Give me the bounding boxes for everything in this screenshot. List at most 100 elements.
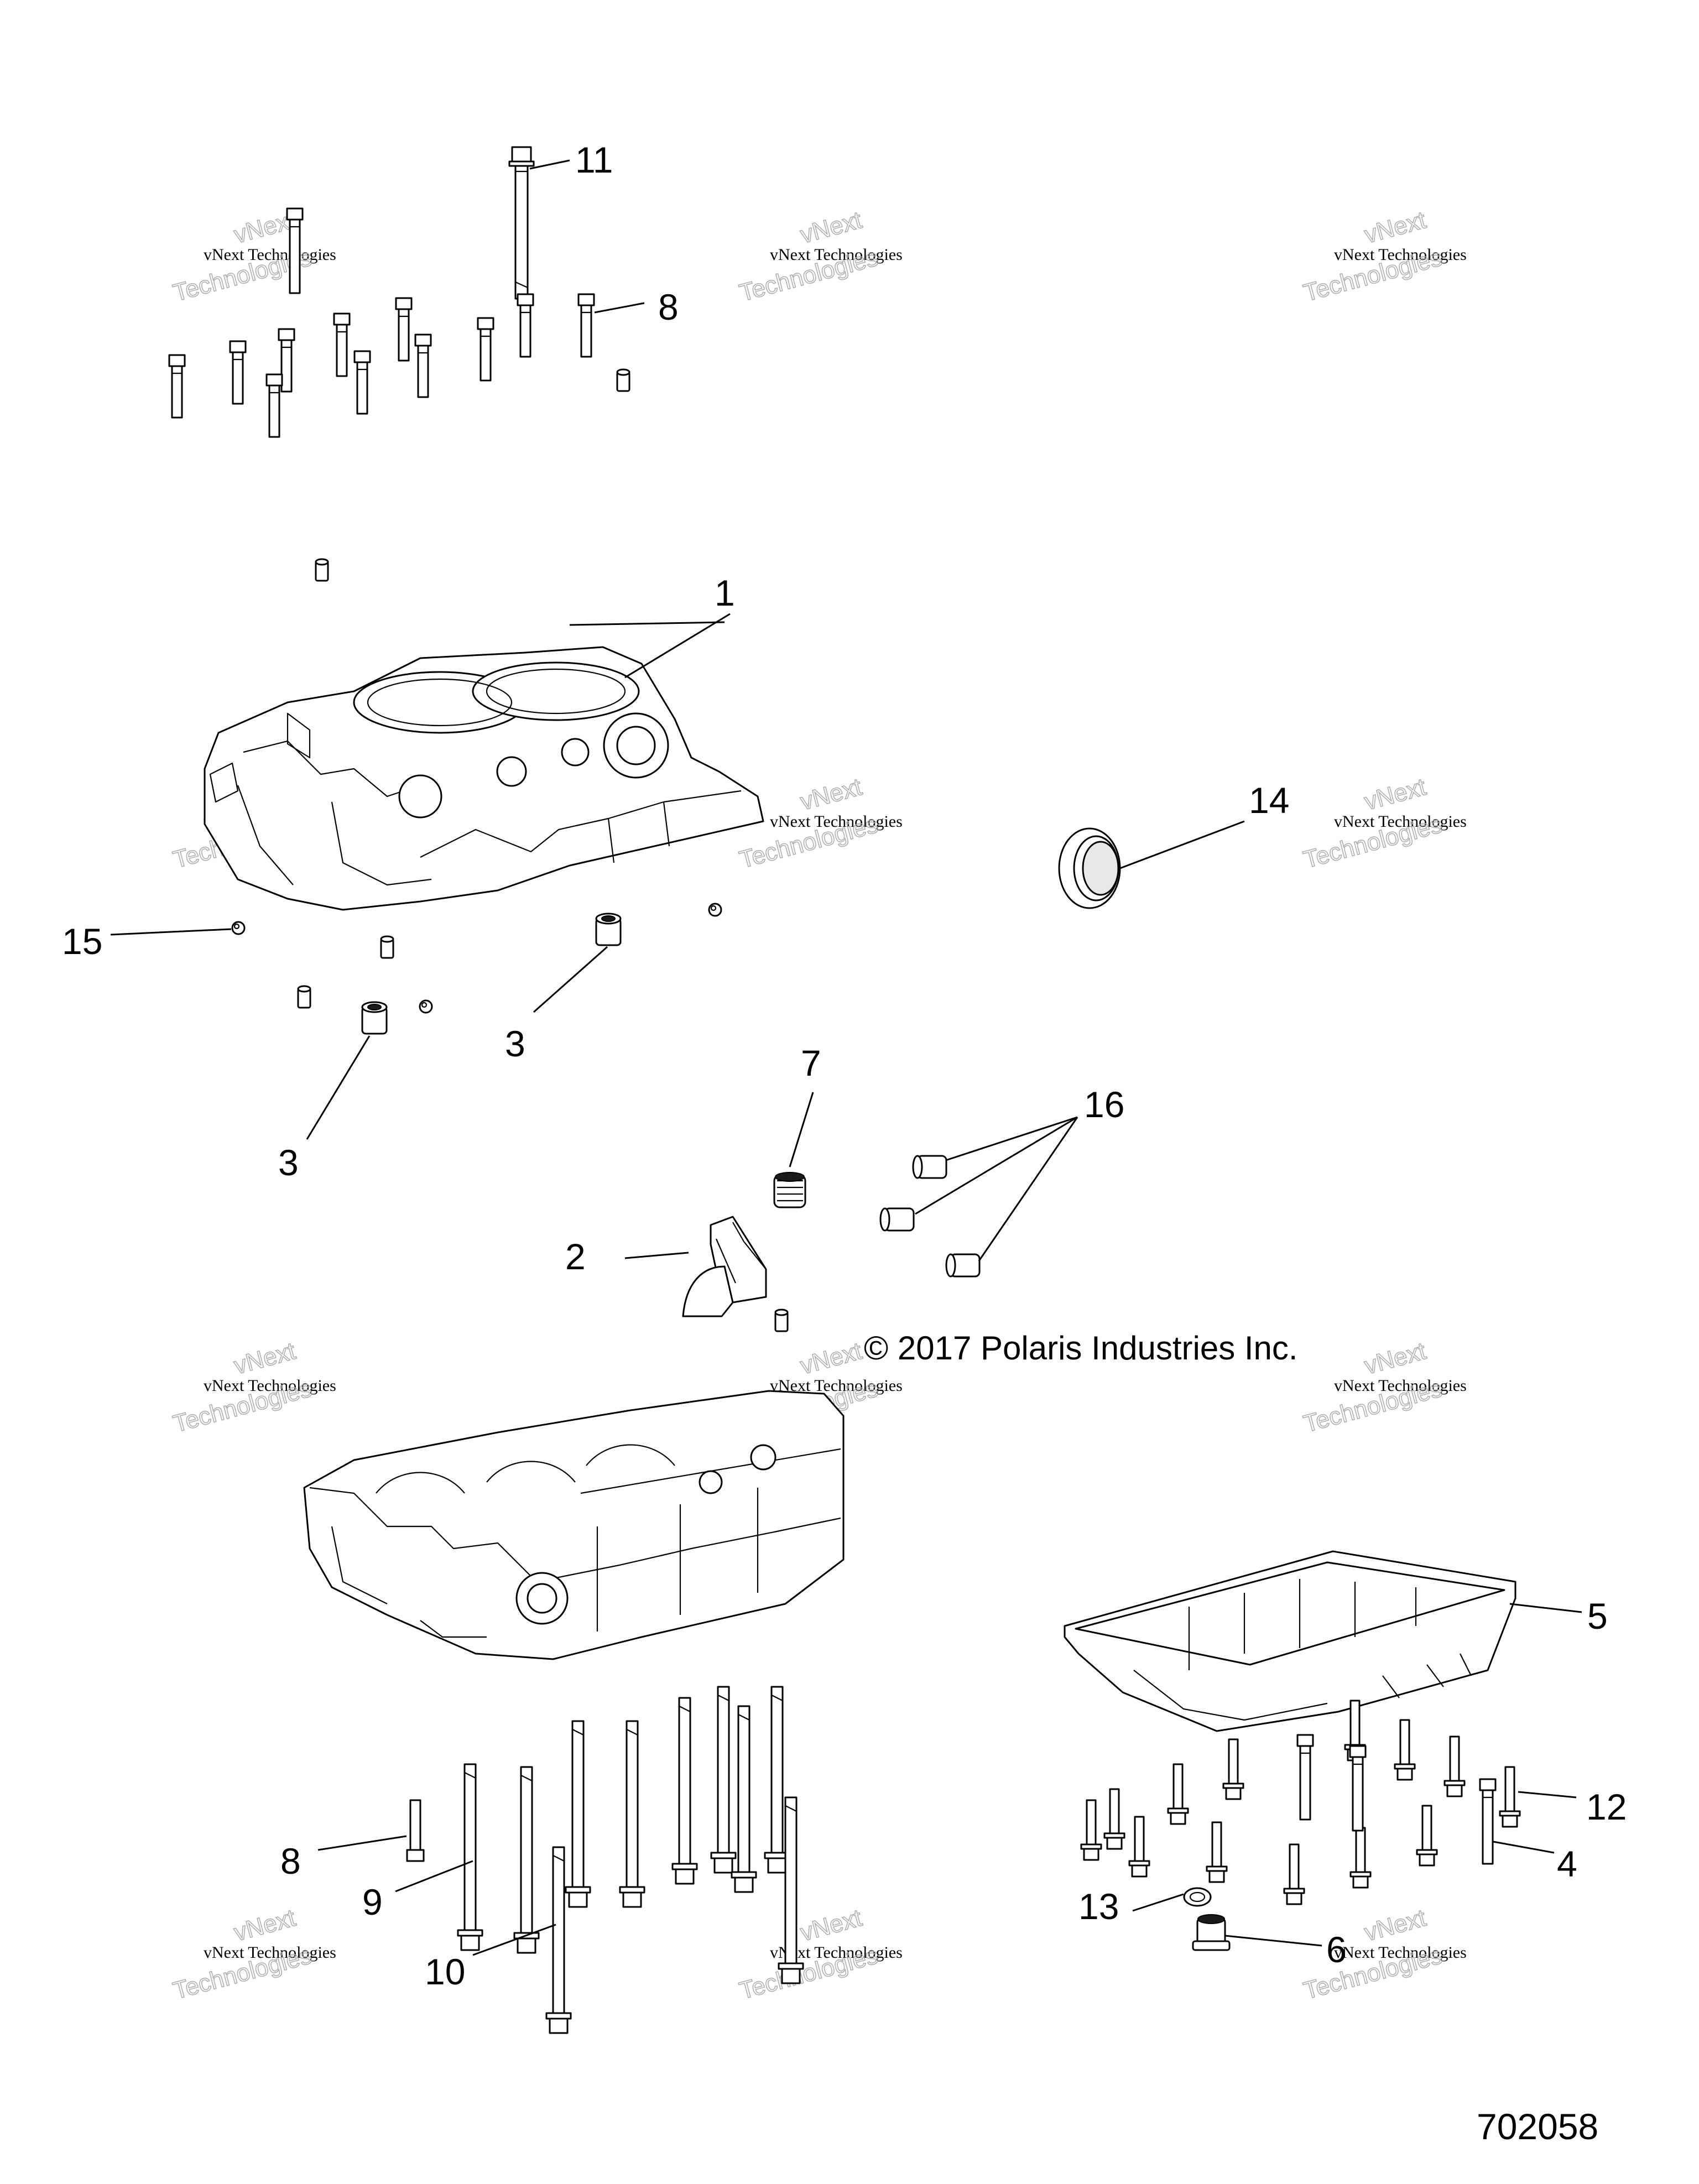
plug-16 (912, 1155, 947, 1179)
dowel-pin (380, 935, 394, 959)
callout-5: 5 (1587, 1596, 1608, 1636)
bolt (414, 333, 432, 398)
washer-13 (1183, 1887, 1212, 1907)
baffle-2 (682, 1216, 767, 1317)
bolt (1167, 1763, 1189, 1825)
watermark-text: vNext Technologies (204, 246, 336, 264)
leader-line (569, 621, 725, 626)
bolt (1443, 1735, 1466, 1797)
dowel-pin (616, 368, 630, 392)
watermark-text: vNext (1362, 206, 1429, 248)
bolt-4 (1479, 1778, 1497, 1865)
callout-1: 1 (715, 572, 735, 613)
oil-pan-bolt-set (1080, 1700, 1521, 1905)
watermark-text: vNext (1362, 773, 1429, 815)
callout-13: 13 (1078, 1886, 1119, 1927)
bolt (265, 373, 283, 438)
watermark-text: vNext (798, 1337, 864, 1379)
bolt-8 (409, 1799, 421, 1851)
bushing-3 (361, 1001, 388, 1035)
bolt (1296, 1734, 1314, 1821)
callout-12: 12 (1586, 1786, 1627, 1827)
callout-3: 3 (278, 1142, 299, 1183)
lower-bolt-set (406, 1686, 804, 2034)
leader-line (306, 1035, 371, 1140)
bolt (286, 207, 304, 294)
callout-9: 9 (362, 1881, 383, 1922)
callout-3: 3 (505, 1023, 525, 1064)
bolt (1283, 1843, 1305, 1905)
leader-line (1119, 820, 1245, 869)
bolt (517, 293, 534, 358)
bolt (710, 1686, 737, 1874)
watermark: vNext Technologies vNext Technologies (170, 206, 336, 307)
callout-6: 6 (1326, 1929, 1347, 1970)
callout-10: 10 (425, 1951, 465, 1992)
leader-line (945, 1116, 1078, 1161)
bushing-3 (595, 913, 622, 946)
figure-number: 702058 (1477, 2106, 1598, 2147)
leader-line (1509, 1603, 1582, 1613)
watermark-text: vNext (1362, 1337, 1429, 1379)
callout-8: 8 (658, 286, 679, 327)
bolt (1394, 1719, 1416, 1781)
watermark: vNext Technologies vNext Technologies (736, 773, 903, 874)
leader-line (1224, 1935, 1322, 1947)
bolt (731, 1705, 757, 1893)
watermark: vNext Technologies vNext Technologies (1300, 1337, 1467, 1438)
callout-16: 16 (1084, 1084, 1124, 1125)
leader-line (395, 1860, 473, 1893)
copyright-notice: © 2017 Polaris Industries Inc. (864, 1330, 1298, 1367)
watermark-text: vNext (231, 1904, 298, 1946)
upper-crankcase (204, 646, 764, 911)
watermark-text: vNext Technologies (204, 1943, 336, 1962)
callout-4: 4 (1557, 1843, 1577, 1884)
bolt (1349, 1827, 1372, 1889)
upper-bolt-set (168, 146, 595, 438)
watermark-text: vNext Technologies (204, 1377, 336, 1395)
bolt-8-head (406, 1849, 425, 1862)
watermark: vNext Technologies vNext Technologies (170, 1904, 336, 2005)
bolt (1206, 1821, 1228, 1883)
callout-7: 7 (801, 1043, 821, 1083)
watermark-text: vNext (798, 1904, 864, 1946)
ball (708, 903, 722, 917)
callout-2: 2 (565, 1236, 586, 1277)
callout-labels: 1 2 3 3 4 5 6 7 8 8 9 10 11 12 13 14 15 … (62, 139, 1627, 1992)
watermark: vNext Technologies vNext Technologies (1300, 206, 1467, 307)
plug-16 (945, 1253, 981, 1278)
watermark-text: vNext Technologies (770, 812, 903, 831)
oil-pan-5 (1064, 1550, 1516, 1732)
dowel-pin (774, 1309, 789, 1332)
leader-line (317, 1835, 407, 1851)
bolt-11 (508, 146, 535, 300)
callout-11: 11 (575, 139, 613, 180)
bolt (513, 1766, 540, 1954)
callout-14: 14 (1249, 780, 1289, 821)
bolt (333, 312, 351, 377)
bolt (1128, 1816, 1150, 1878)
bolt-9 (457, 1763, 483, 1951)
leader-line (110, 928, 232, 936)
bolt (1080, 1799, 1102, 1861)
bolt (619, 1720, 645, 1908)
watermark: vNext Technologies vNext Technologies (1300, 773, 1467, 874)
bolt (353, 350, 371, 415)
watermark-text: vNext (231, 1337, 298, 1379)
watermark-text: vNext (798, 206, 864, 248)
bolt (477, 317, 494, 382)
leader-line (624, 613, 731, 679)
bolt-12 (1499, 1766, 1521, 1828)
leader-line (978, 1117, 1078, 1262)
leader-line (789, 1092, 814, 1167)
leader-lines (110, 159, 1582, 1956)
leader-line (915, 1116, 1078, 1215)
lower-crankcase (303, 1390, 845, 1660)
dowel-pin (297, 985, 311, 1009)
bolt (395, 297, 413, 362)
bolt (1222, 1738, 1244, 1800)
callout-15: 15 (62, 921, 102, 962)
bolt (671, 1697, 698, 1885)
bolt (1416, 1805, 1438, 1867)
